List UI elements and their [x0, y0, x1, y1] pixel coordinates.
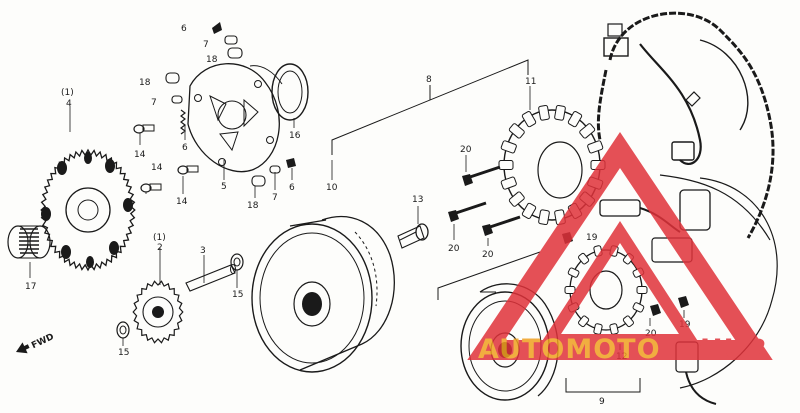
- callout-c9: 9: [599, 397, 605, 407]
- callout-c1b: (1): [153, 233, 166, 243]
- clutch-bolts: [133, 124, 199, 193]
- coil-tooth: [554, 104, 566, 121]
- callout-c14a: 14: [134, 150, 146, 160]
- callout-c10: 10: [326, 183, 338, 193]
- callout-c15a: 15: [232, 290, 243, 300]
- callout-c20c: 20: [482, 250, 494, 260]
- starter-driven-gear: [40, 148, 136, 272]
- coil-tooth: [578, 315, 590, 328]
- coil-tooth: [622, 315, 634, 328]
- callout-c16: 16: [289, 131, 301, 141]
- callout-c7c: 7: [272, 193, 278, 203]
- flywheel-bolt: [397, 223, 429, 249]
- coil-tooth: [587, 140, 604, 154]
- callout-c4: 4: [66, 99, 72, 109]
- stator-bolts: [448, 165, 689, 316]
- callout-c13: 13: [412, 195, 423, 205]
- callout-c3: 3: [200, 246, 206, 256]
- wire-harness: [596, 11, 775, 241]
- callout-c18c: 18: [247, 201, 259, 211]
- warning-triangle-logo-icon: [467, 132, 773, 360]
- starter-idle-gear: [132, 280, 184, 344]
- callout-c6a: 6: [181, 24, 187, 34]
- callout-c14b: 14: [151, 163, 163, 173]
- coil-tooth: [498, 160, 514, 170]
- flywheel: [251, 215, 395, 373]
- callout-c18a: 18: [206, 55, 218, 65]
- callout-c20b: 20: [448, 244, 460, 254]
- coil-tooth: [636, 286, 648, 294]
- watermark-brand-part2: HUB: [700, 334, 768, 365]
- coil-tooth: [521, 111, 537, 128]
- coil-tooth: [500, 140, 517, 154]
- callout-c8: 8: [426, 75, 432, 85]
- washer: [116, 253, 244, 339]
- callout-c1a: (1): [61, 88, 74, 98]
- coil-tooth: [500, 176, 517, 190]
- callout-c7a: 7: [203, 40, 209, 50]
- forward-arrow-icon: FWD: [16, 332, 56, 354]
- watermark: AUTOMOTO HUB: [467, 132, 773, 365]
- coil-tooth: [579, 123, 596, 139]
- fwd-label: FWD: [30, 332, 56, 351]
- coil-tooth: [564, 286, 576, 294]
- coil-tooth: [538, 104, 550, 121]
- callout-c7b: 7: [151, 98, 157, 108]
- callout-c5: 5: [221, 182, 227, 192]
- coil-tooth: [508, 191, 525, 207]
- callout-c14c: 14: [176, 197, 188, 207]
- coil-tooth: [593, 323, 603, 335]
- callout-c11: 11: [525, 77, 536, 87]
- idle-gear-shaft: [185, 264, 236, 292]
- coil-tooth: [567, 267, 580, 278]
- callout-c6c: 6: [289, 183, 295, 193]
- callout-c6b: 6: [182, 143, 188, 153]
- callout-c15b: 15: [118, 348, 129, 358]
- callout-c18b: 18: [139, 78, 151, 88]
- callout-c19a: 19: [586, 233, 598, 243]
- callout-c20a: 20: [460, 145, 472, 155]
- coil-tooth: [578, 252, 590, 265]
- clutch-rollers-springs: [165, 22, 296, 187]
- leader-lines: [29, 86, 685, 350]
- callout-c2: 2: [157, 243, 163, 253]
- coil-tooth: [609, 323, 619, 335]
- coil-tooth: [567, 111, 583, 128]
- coil-tooth: [521, 202, 537, 219]
- coil-tooth: [538, 209, 550, 226]
- seal-ring: [271, 63, 309, 121]
- callout-c17: 17: [25, 282, 36, 292]
- watermark-brand-part1: AUTOMOTO: [478, 334, 661, 365]
- starter-clutch-outer: [187, 63, 283, 173]
- assembly-bracket: [331, 59, 641, 393]
- needle-bearing: [7, 225, 51, 259]
- coil-tooth: [508, 123, 525, 139]
- coil-tooth: [632, 302, 645, 313]
